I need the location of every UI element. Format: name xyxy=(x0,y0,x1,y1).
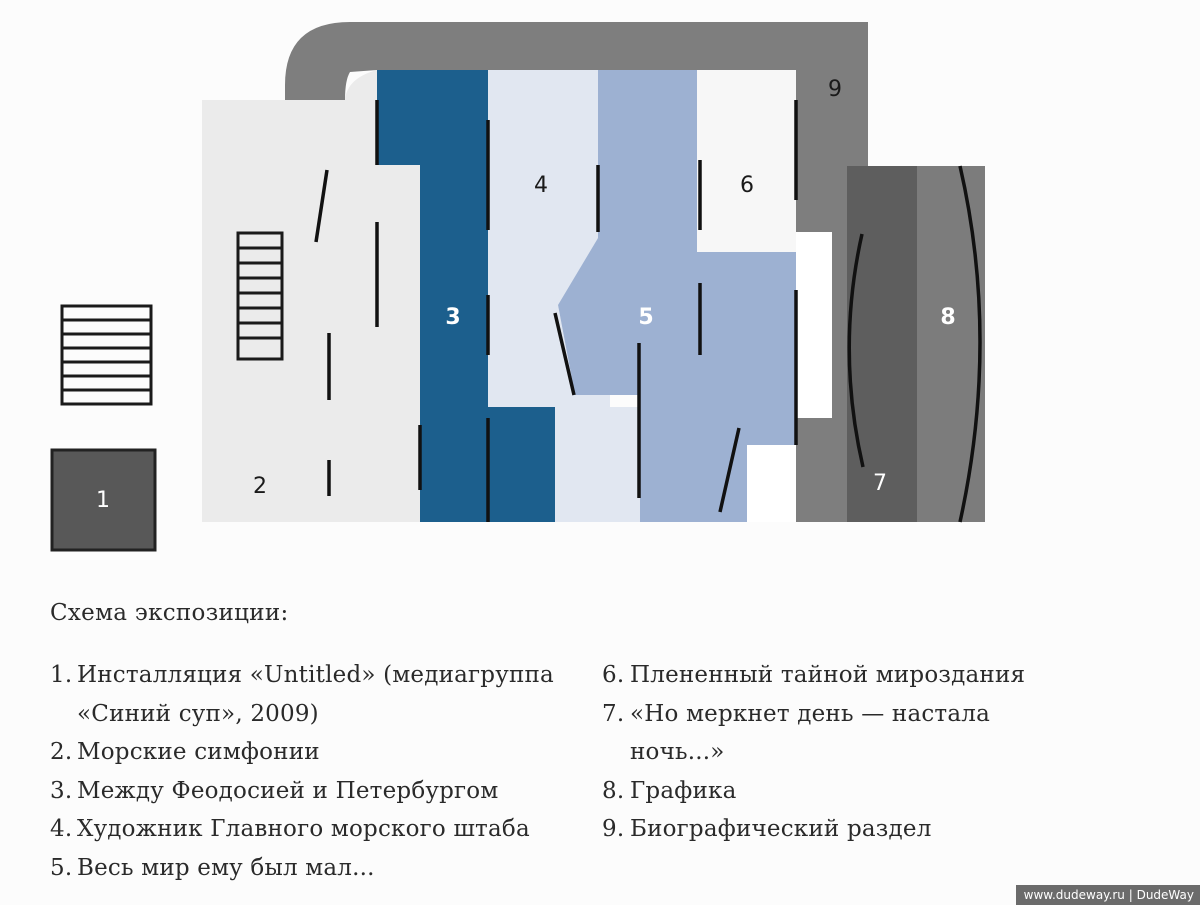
watermark[interactable]: www.dudeway.ru | DudeWay xyxy=(1015,885,1200,905)
room-4-lower-area xyxy=(555,407,640,522)
room-2-area xyxy=(202,70,420,522)
legend-item: 3.Между Феодосией и Петербургом xyxy=(50,772,570,811)
legend-number: 6. xyxy=(602,662,625,688)
stairs-icon xyxy=(60,304,153,406)
legend-number: 8. xyxy=(602,777,625,804)
legend-item: 7.«Но меркнет день — настала ночь...» xyxy=(602,695,1042,772)
legend-number: 2. xyxy=(50,739,73,765)
wall xyxy=(553,312,576,396)
legend-text: Весь мир ему был мал... xyxy=(77,854,375,881)
room-number-5: 5 xyxy=(638,305,653,330)
room-number-8: 8 xyxy=(940,305,955,330)
legend-number: 5. xyxy=(50,854,73,881)
legend-text: Морские симфонии xyxy=(77,739,320,765)
room-number-9: 9 xyxy=(828,77,842,102)
room-number-2: 2 xyxy=(253,474,267,499)
curved-wall xyxy=(958,165,982,523)
room-6-area xyxy=(697,70,796,252)
legend-list-right: 6.Плененный тайной мироздания 7.«Но мерк… xyxy=(602,656,1162,849)
legend-item: 2.Морские симфонии xyxy=(50,733,570,772)
curved-wall xyxy=(847,233,865,468)
legend-text: Между Феодосией и Петербургом xyxy=(77,777,499,804)
room-5-area xyxy=(558,70,796,522)
legend-text: Графика xyxy=(630,777,737,804)
legend-text: Художник Главного морского штаба xyxy=(77,816,530,842)
room-number-6: 6 xyxy=(740,173,754,198)
legend-text: Биографический раздел xyxy=(630,816,932,842)
room-9 xyxy=(285,22,868,522)
room-number-1: 1 xyxy=(96,488,110,513)
legend-title: Схема экспозиции: xyxy=(50,600,289,626)
legend-item: 1.Инсталляция «Untitled» (медиагруппа «С… xyxy=(50,656,570,733)
legend-number: 1. xyxy=(50,662,73,688)
room-7-area xyxy=(847,166,917,522)
legend-item: 5.Весь мир ему был мал... xyxy=(50,849,570,888)
legend-item: 8.Графика xyxy=(602,772,1162,811)
wall xyxy=(718,427,741,513)
room-number-7: 7 xyxy=(873,471,887,496)
legend-text: Инсталляция «Untitled» (медиагруппа «Син… xyxy=(77,662,554,727)
room-4-area xyxy=(488,70,610,407)
legend-number: 3. xyxy=(50,777,73,804)
partition-walls xyxy=(314,100,798,522)
room-9-area xyxy=(285,22,868,522)
legend-list-left: 1.Инсталляция «Untitled» (медиагруппа «С… xyxy=(50,656,570,887)
room-3-area xyxy=(377,70,555,522)
notch-right xyxy=(796,232,832,418)
legend-item: 9.Биографический раздел xyxy=(602,810,1162,849)
legend-item: 4.Художник Главного морского штаба xyxy=(50,810,570,849)
room-number-3: 3 xyxy=(445,305,460,330)
legend-number: 9. xyxy=(602,816,625,842)
floor-plan: 1 2 3 4 5 6 7 8 9 xyxy=(50,22,985,552)
legend-text: Плененный тайной мироздания xyxy=(630,662,1026,688)
legend-number: 4. xyxy=(50,816,73,842)
legend-number: 7. xyxy=(602,700,625,727)
legend-item: 6.Плененный тайной мироздания xyxy=(602,656,1162,695)
legend-text: «Но меркнет день — настала ночь...» xyxy=(630,700,990,766)
room-1-area xyxy=(50,448,157,552)
notch-bottom xyxy=(747,445,796,522)
room-8-area xyxy=(917,166,985,522)
room-number-4: 4 xyxy=(534,173,548,198)
wall xyxy=(314,169,329,243)
stairs-icon xyxy=(236,231,284,361)
